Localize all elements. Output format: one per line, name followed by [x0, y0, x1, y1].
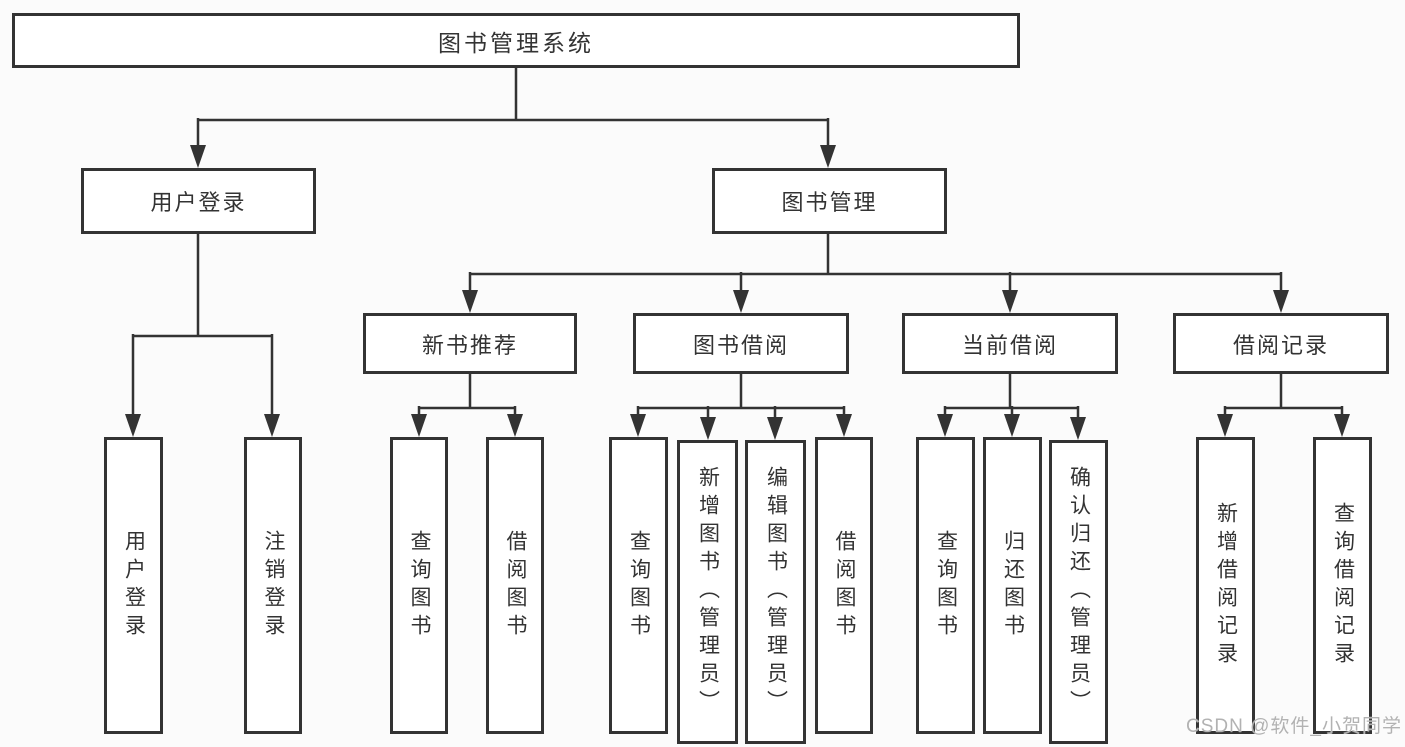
node-current-borrowing: 当前借阅 — [902, 313, 1118, 374]
leaf-return-books: 归还图书 — [983, 437, 1042, 734]
node-new-book-recommend-label: 新书推荐 — [421, 332, 518, 358]
leaf-logout: 注销登录 — [244, 437, 302, 734]
leaf-add-borrow-record-label: 新增借阅记录 — [1214, 501, 1238, 670]
leaf-user-login: 用户登录 — [104, 437, 163, 734]
arrow-down-icon — [1334, 414, 1350, 437]
leaf-return-books-label: 归还图书 — [1001, 529, 1025, 642]
leaf-user-login-label: 用户登录 — [122, 529, 146, 642]
leaf-query-borrow-record: 查询借阅记录 — [1313, 437, 1372, 734]
node-borrowing-records: 借阅记录 — [1173, 313, 1389, 374]
leaf-borrow-books-recommend-label: 借阅图书 — [504, 529, 528, 642]
csdn-watermark: CSDN @软件_小贺同学 — [1186, 716, 1402, 737]
arrow-down-icon — [767, 417, 783, 440]
arrow-down-icon — [507, 414, 523, 437]
leaf-query-books-borrowing-label: 查询图书 — [627, 529, 651, 642]
arrow-down-icon — [630, 414, 646, 437]
arrow-down-icon — [411, 414, 427, 437]
arrow-down-icon — [937, 414, 953, 437]
arrow-down-icon — [700, 417, 716, 440]
node-user-login-label: 用户登录 — [150, 190, 247, 215]
leaf-query-books-current: 查询图书 — [916, 437, 975, 734]
arrow-down-icon — [836, 414, 852, 437]
arrow-down-icon — [462, 290, 478, 313]
leaf-add-books-admin-label: 新增图书（管理员） — [696, 466, 720, 718]
node-current-borrowing-label: 当前借阅 — [961, 332, 1058, 358]
node-book-borrowing-label: 图书借阅 — [692, 332, 789, 358]
leaf-add-books-admin: 新增图书（管理员） — [677, 440, 738, 744]
node-borrowing-records-label: 借阅记录 — [1232, 332, 1329, 358]
arrow-down-icon — [1273, 290, 1289, 313]
node-book-management-label: 图书管理 — [781, 190, 878, 215]
leaf-borrow-books-recommend: 借阅图书 — [486, 437, 544, 734]
node-new-book-recommend: 新书推荐 — [363, 313, 577, 374]
arrow-down-icon — [1002, 290, 1018, 313]
node-user-login: 用户登录 — [81, 168, 316, 234]
node-root: 图书管理系统 — [12, 13, 1020, 68]
arrow-down-icon — [733, 290, 749, 313]
leaf-query-books-recommend-label: 查询图书 — [408, 529, 432, 642]
leaf-edit-books-admin: 编辑图书（管理员） — [745, 440, 806, 744]
leaf-query-books-recommend: 查询图书 — [390, 437, 448, 734]
leaf-confirm-return-admin-label: 确认归还（管理员） — [1067, 466, 1091, 718]
arrow-down-icon — [1070, 417, 1086, 440]
node-book-management: 图书管理 — [712, 168, 947, 234]
leaf-query-books-current-label: 查询图书 — [934, 529, 958, 642]
leaf-borrow-books-label: 借阅图书 — [833, 529, 857, 642]
arrow-down-icon — [820, 145, 836, 168]
arrow-down-icon — [125, 414, 141, 437]
leaf-query-books-borrowing: 查询图书 — [609, 437, 668, 734]
node-root-label: 图书管理系统 — [438, 29, 594, 56]
arrow-down-icon — [1217, 414, 1233, 437]
leaf-logout-label: 注销登录 — [262, 529, 286, 642]
arrow-down-icon — [264, 414, 280, 437]
leaf-query-borrow-record-label: 查询借阅记录 — [1331, 501, 1355, 670]
leaf-add-borrow-record: 新增借阅记录 — [1196, 437, 1255, 734]
node-book-borrowing: 图书借阅 — [633, 313, 849, 374]
leaf-confirm-return-admin: 确认归还（管理员） — [1049, 440, 1108, 744]
leaf-edit-books-admin-label: 编辑图书（管理员） — [764, 466, 788, 718]
arrow-down-icon — [190, 145, 206, 168]
arrow-down-icon — [1004, 414, 1020, 437]
leaf-borrow-books: 借阅图书 — [815, 437, 873, 734]
